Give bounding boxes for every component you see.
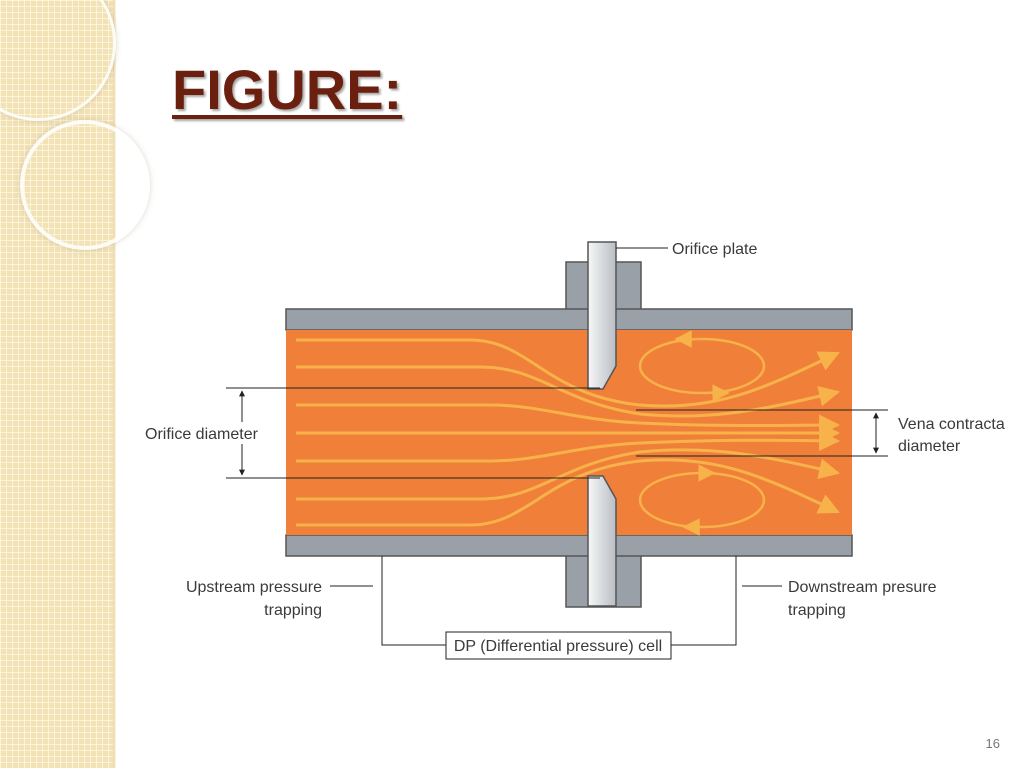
upstream-pressure-label-line2: trapping: [264, 602, 322, 619]
pipe-wall-bottom: [285, 534, 853, 557]
flow-streamlines: [296, 338, 841, 527]
slide-title: FIGURE:: [172, 58, 403, 121]
decorative-ring-bottom: [20, 120, 150, 250]
orifice-plate-label: Orifice plate: [672, 241, 757, 258]
downstream-pressure-label-line1: Downstream presure: [788, 579, 937, 596]
downstream-pressure-label-line2: trapping: [788, 602, 846, 619]
orifice-plate: [587, 241, 617, 607]
page-number: 16: [985, 736, 1000, 751]
vena-contracta-label-line1: Vena contracta: [898, 416, 1005, 433]
orifice-diameter-label: Orifice diameter: [145, 426, 259, 443]
pipe-wall-top: [285, 308, 853, 331]
vena-contracta-dimension: [636, 409, 888, 457]
vena-contracta-label-line2: diameter: [898, 438, 961, 455]
side-panel-edge: [113, 0, 116, 768]
dp-cell-label: DP (Differential pressure) cell: [454, 638, 662, 655]
dp-cell-box: [445, 631, 672, 660]
upstream-pressure-label-line1: Upstream pressure: [186, 579, 322, 596]
pressure-tapping-lines: [330, 556, 782, 646]
eddy-currents: [638, 330, 766, 536]
